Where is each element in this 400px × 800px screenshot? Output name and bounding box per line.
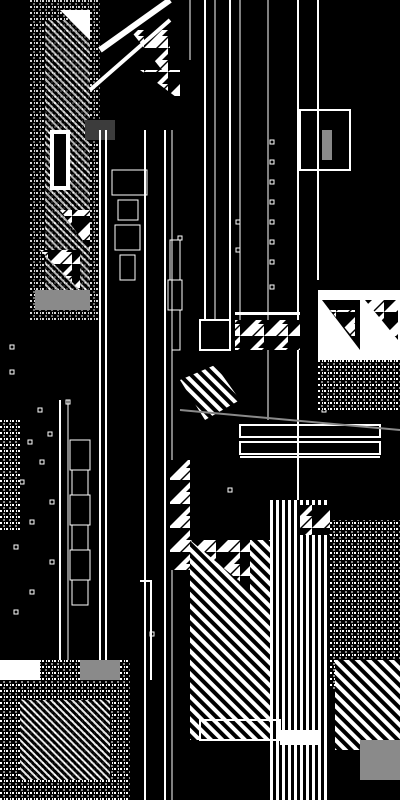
figure-glyph — [111, 169, 148, 281]
horizontal-bars — [140, 312, 380, 680]
maze-strip — [69, 239, 183, 606]
right-triangles — [299, 109, 400, 410]
middle-panel — [179, 319, 400, 455]
lower-right-block — [170, 460, 400, 800]
left-cluster — [30, 0, 180, 320]
vertical-rails — [59, 0, 319, 800]
lower-left-fragments — [0, 420, 130, 800]
